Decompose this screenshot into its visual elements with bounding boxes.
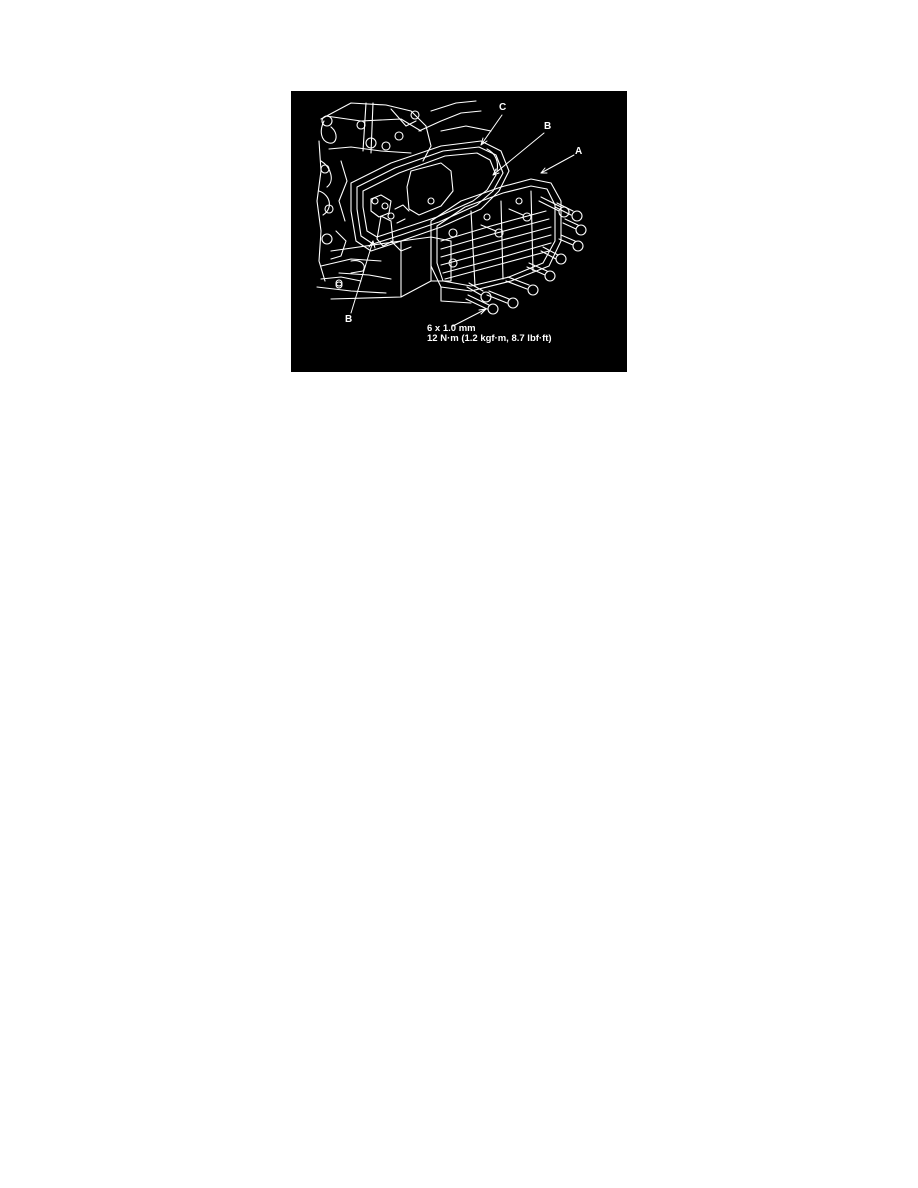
callout-label-b-lower: B: [345, 314, 353, 325]
bolt: [558, 234, 584, 252]
bolt: [562, 218, 587, 236]
bolt: [505, 276, 539, 296]
leader-lines: [350, 114, 575, 327]
bolt: [526, 262, 556, 282]
separator-plate-c: [350, 140, 510, 252]
bolt: [486, 290, 519, 309]
torque-spec: 12 N·m (1.2 kgf·m, 8.7 lbf·ft): [427, 333, 552, 344]
bolt-size: 6 x 1.0 mm: [427, 323, 476, 334]
bolt: [508, 208, 532, 222]
bolt: [465, 294, 499, 315]
bolt-spec-annotation: 6 x 1.0 mm 12 N·m (1.2 kgf·m, 8.7 lbf·ft…: [427, 324, 552, 344]
bolt: [540, 246, 567, 265]
transmission-housing: [316, 100, 492, 294]
callout-label-c: C: [499, 102, 507, 113]
callout-label-a: A: [575, 146, 583, 157]
valve-body-cover-a: [430, 178, 562, 304]
cover-bolts: [465, 196, 587, 315]
lower-housing-block: [330, 236, 452, 300]
bolt: [480, 224, 504, 238]
bolt: [466, 282, 492, 303]
line-art-illustration: [316, 100, 587, 327]
bolt: [554, 202, 583, 222]
callout-label-b-upper: B: [544, 121, 552, 132]
exploded-view-diagram: C B A B 6 x 1.0 mm 12 N·m (1.2 kgf·m, 8.…: [291, 91, 627, 372]
